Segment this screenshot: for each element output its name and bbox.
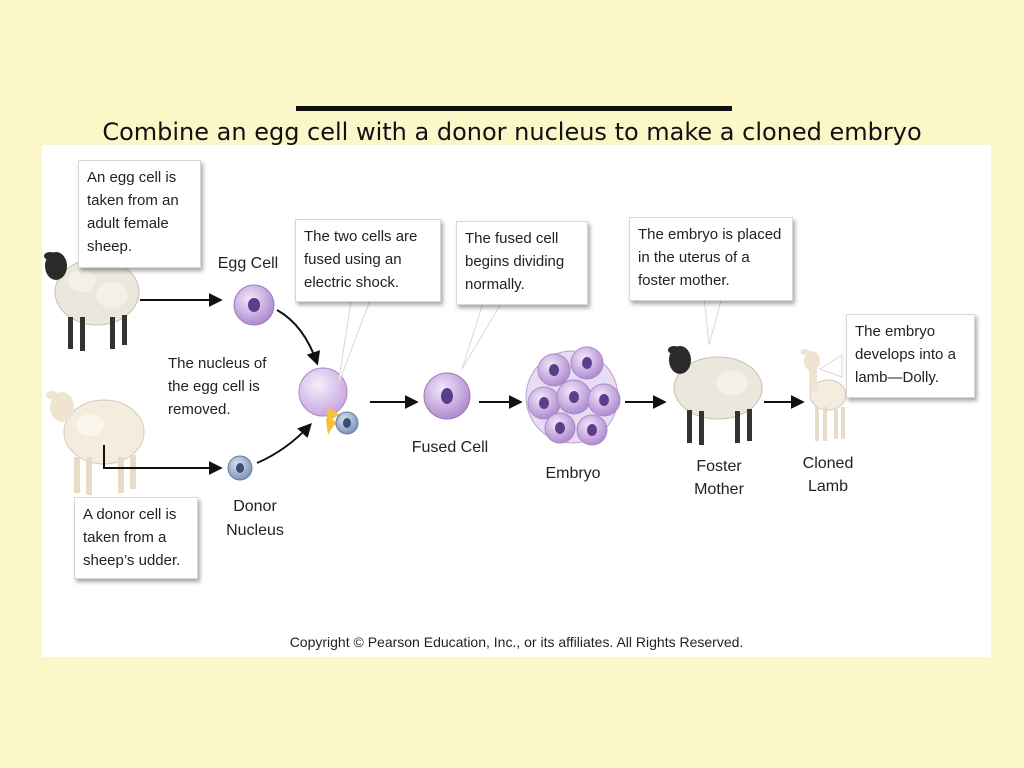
label-foster-mother: Foster Mother <box>694 458 744 498</box>
callout-pointer-implant <box>703 296 723 346</box>
callout-egg-source: An egg cell is taken from an adult femal… <box>78 160 201 268</box>
embryo-cluster <box>525 346 621 446</box>
arrow-nucleus-to-fusion <box>256 422 312 464</box>
slide-subtitle: Combine an egg cell with a donor nucleus… <box>102 118 922 146</box>
callout-fusion: The two cells are fused using an electri… <box>295 219 441 302</box>
cloning-diagram: An egg cell is taken from an adult femal… <box>42 145 991 657</box>
arrow-donor-to-nucleus <box>103 445 223 475</box>
label-embryo: Embryo <box>545 465 601 482</box>
adult-female-sheep <box>44 252 140 351</box>
callout-pointer-fuse <box>337 294 373 386</box>
label-fused-cell: Fused Cell <box>411 439 489 456</box>
label-donor-nucleus: Donor Nucleus <box>226 498 284 539</box>
arrow-egg-to-fusion <box>276 309 320 366</box>
title-blank-line <box>296 62 732 111</box>
fusion-cells <box>298 367 359 435</box>
callout-development: The embryo develops into a lamb—Dolly. <box>846 314 975 398</box>
callout-pointer-develop <box>818 354 843 378</box>
label-egg-cell: Egg Cell <box>217 255 279 272</box>
donor-nucleus-cell <box>227 455 253 481</box>
callout-donor-source: A donor cell is taken from a sheep’s udd… <box>74 497 198 579</box>
callout-implantation: The embryo is placed in the uterus of a … <box>629 217 793 301</box>
donor-sheep <box>46 391 145 495</box>
electric-spark-icon <box>326 407 346 435</box>
label-nucleus-removed: The nucleus of the egg cell is removed. <box>168 355 267 418</box>
fused-cell <box>423 372 471 420</box>
cloned-lamb <box>800 349 847 441</box>
diagram-artwork <box>44 252 847 495</box>
callout-dividing: The fused cell begins dividing normally. <box>456 221 588 305</box>
foster-mother-sheep <box>668 346 763 445</box>
callout-pointer-divide <box>461 296 506 370</box>
copyright-notice: Copyright © Pearson Education, Inc., or … <box>289 634 744 650</box>
egg-cell <box>233 284 275 326</box>
label-cloned-lamb: Cloned Lamb <box>802 455 854 495</box>
